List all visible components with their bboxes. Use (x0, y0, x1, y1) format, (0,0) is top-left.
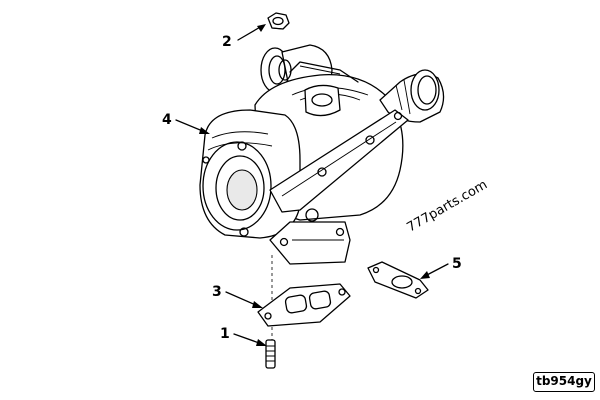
gasket-part (257, 283, 351, 327)
nut-part (267, 12, 290, 30)
turbocharger-assembly (199, 44, 445, 265)
flange-gasket-part (367, 261, 429, 299)
callout-5: 5 (452, 256, 462, 272)
callout-3: 3 (212, 284, 222, 300)
reference-code-box: tb954gy (533, 372, 595, 392)
stud-part (265, 339, 276, 369)
watermark-text: 777parts.com (405, 177, 491, 235)
leader-arrows (175, 24, 449, 346)
callout-1: 1 (220, 326, 230, 342)
callout-4: 4 (162, 112, 172, 128)
callout-2: 2 (222, 34, 232, 50)
